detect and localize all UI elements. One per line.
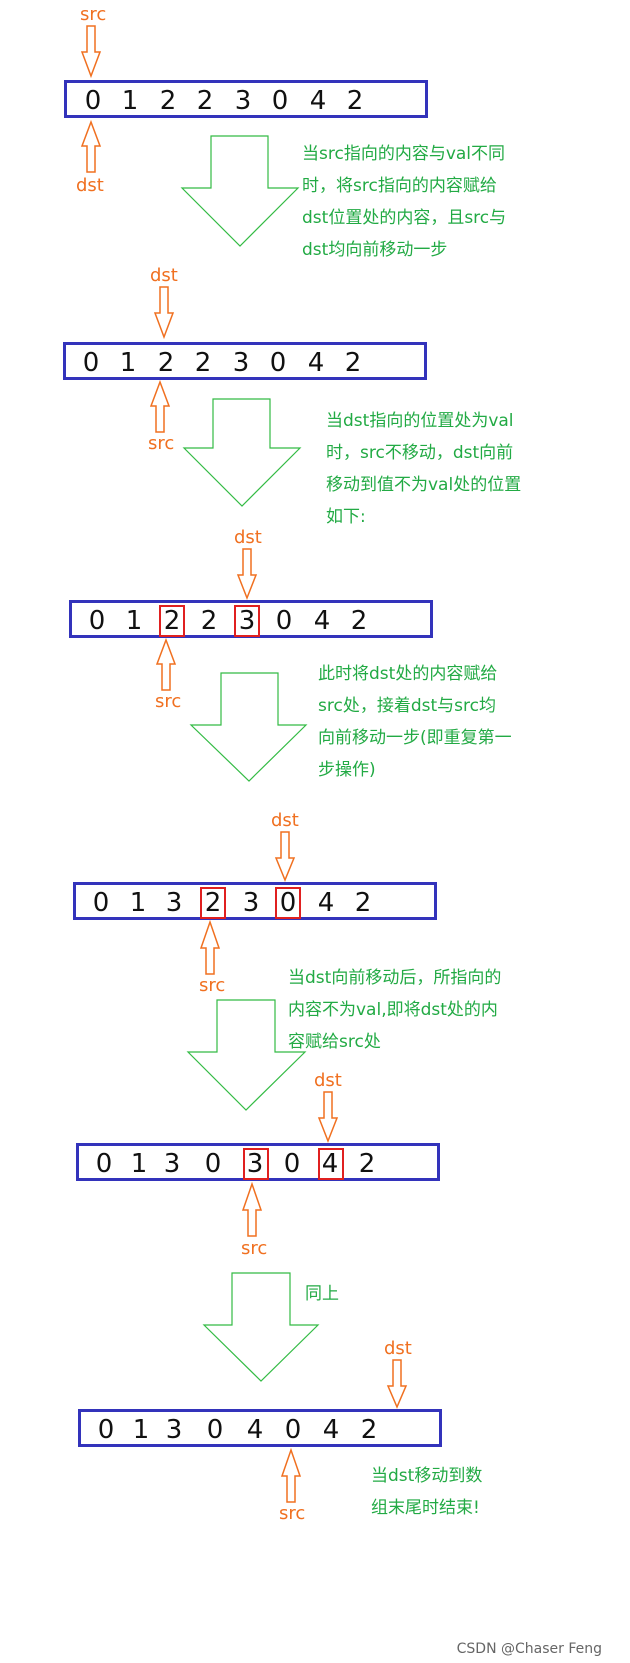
array-cell: 0	[283, 1149, 301, 1179]
array-cell: 2	[194, 348, 212, 378]
array-cell: 0	[84, 86, 102, 116]
array-cell: 0	[275, 606, 293, 636]
array-cell: 0	[95, 1149, 113, 1179]
src-label: src	[279, 1503, 306, 1524]
array-cell: 2	[354, 888, 372, 918]
array-cell: 0	[271, 86, 289, 116]
array-cell: 4	[246, 1415, 264, 1445]
dst-pointer-arrow	[386, 1359, 408, 1409]
dst-label: dst	[234, 527, 262, 548]
array-row-6: 0 1 3 0 4 0 4 2	[78, 1409, 442, 1447]
highlight-box	[243, 1148, 269, 1180]
array-cell: 0	[204, 1149, 222, 1179]
src-pointer-arrow	[80, 25, 102, 79]
array-cell: 0	[88, 606, 106, 636]
src-label: src	[155, 691, 182, 712]
array-cell: 0	[206, 1415, 224, 1445]
dst-label: dst	[150, 265, 178, 286]
transition-arrow-3	[189, 672, 308, 782]
dst-label: dst	[76, 175, 104, 196]
dst-pointer-arrow	[317, 1091, 339, 1144]
array-cell: 4	[321, 1149, 339, 1179]
array-cell: 3	[165, 888, 183, 918]
array-row-1: 0 1 2 2 3 0 4 2	[64, 80, 428, 118]
array-cell: 3	[232, 348, 250, 378]
array-cell: 2	[204, 888, 222, 918]
array-cell: 2	[358, 1149, 376, 1179]
array-cell: 1	[121, 86, 139, 116]
array-cell: 4	[309, 86, 327, 116]
highlight-box	[275, 887, 301, 919]
src-label: src	[148, 433, 175, 454]
transition-arrow-2	[182, 398, 302, 507]
dst-pointer-arrow	[236, 548, 258, 601]
highlight-box	[159, 605, 185, 637]
array-cell: 3	[238, 606, 256, 636]
src-label: src	[80, 4, 107, 25]
array-cell: 4	[322, 1415, 340, 1445]
array-cell: 2	[196, 86, 214, 116]
dst-label: dst	[384, 1338, 412, 1359]
highlight-box	[200, 887, 226, 919]
dst-label: dst	[271, 810, 299, 831]
dst-label: dst	[314, 1070, 342, 1091]
highlight-box	[318, 1148, 344, 1180]
array-cell: 0	[279, 888, 297, 918]
array-cell: 3	[163, 1149, 181, 1179]
src-label: src	[199, 975, 226, 996]
src-pointer-arrow	[155, 637, 177, 691]
transition-arrow-4	[186, 999, 307, 1111]
transition-arrow-1	[180, 135, 300, 247]
array-cell: 2	[157, 348, 175, 378]
array-cell: 2	[350, 606, 368, 636]
array-row-2: 0 1 2 2 3 0 4 2	[63, 342, 427, 380]
array-cell: 0	[269, 348, 287, 378]
array-cell: 0	[92, 888, 110, 918]
array-cell: 1	[132, 1415, 150, 1445]
array-cell: 3	[242, 888, 260, 918]
array-row-5: 0 1 3 0 3 0 4 2	[76, 1143, 440, 1181]
step-note-4: 当dst向前移动后，所指向的内容不为val,即将dst处的内容赋给src处	[288, 968, 502, 1052]
array-row-3: 0 1 2 2 3 0 4 2	[69, 600, 433, 638]
step-note-6: 当dst移动到数组末尾时结束!	[371, 1466, 483, 1518]
array-cell: 1	[119, 348, 137, 378]
src-pointer-arrow	[280, 1447, 302, 1503]
array-cell: 2	[360, 1415, 378, 1445]
highlight-box	[234, 605, 260, 637]
array-cell: 0	[82, 348, 100, 378]
array-cell: 0	[97, 1415, 115, 1445]
array-cell: 2	[200, 606, 218, 636]
array-cell: 2	[346, 86, 364, 116]
array-cell: 4	[307, 348, 325, 378]
array-cell: 0	[284, 1415, 302, 1445]
src-pointer-arrow	[149, 379, 171, 433]
src-label: src	[241, 1238, 268, 1259]
array-cell: 3	[165, 1415, 183, 1445]
array-cell: 1	[129, 888, 147, 918]
src-pointer-arrow	[241, 1181, 263, 1237]
dst-pointer-arrow	[153, 286, 175, 340]
step-note-5: 同上	[305, 1284, 339, 1304]
array-cell: 2	[159, 86, 177, 116]
dst-pointer-arrow	[274, 831, 296, 882]
array-cell: 4	[313, 606, 331, 636]
dst-pointer-arrow	[80, 119, 102, 173]
src-pointer-arrow	[199, 919, 221, 975]
array-cell: 3	[246, 1149, 264, 1179]
array-row-4: 0 1 3 2 3 0 4 2	[73, 882, 437, 920]
array-cell: 4	[317, 888, 335, 918]
array-cell: 2	[344, 348, 362, 378]
array-cell: 3	[234, 86, 252, 116]
array-cell: 1	[130, 1149, 148, 1179]
array-cell: 1	[125, 606, 143, 636]
array-cell: 2	[163, 606, 181, 636]
transition-arrow-5	[202, 1272, 320, 1382]
watermark: CSDN @Chaser Feng	[456, 1641, 602, 1657]
